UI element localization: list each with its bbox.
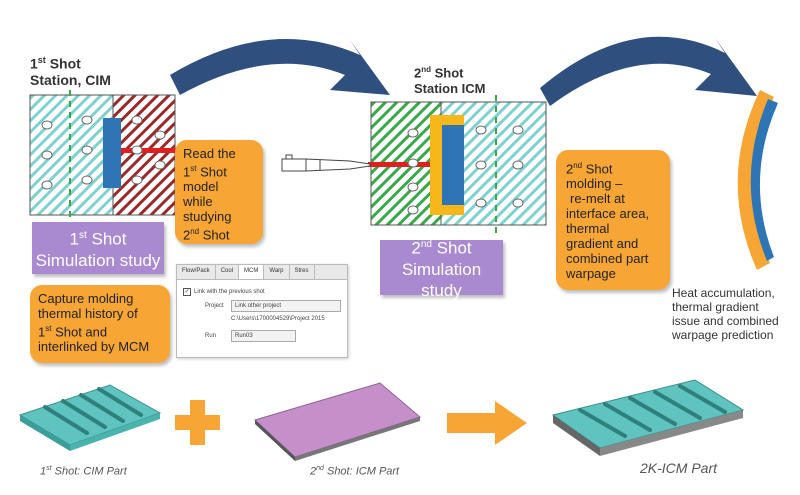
link-checkbox[interactable]: ✓ [183, 288, 191, 296]
heat-accumulation-text: Heat accumulation, thermal gradient issu… [672, 286, 779, 342]
sim-study-1-box: 1st Shot Simulation study [32, 222, 164, 274]
warped-part-graphic [737, 90, 778, 270]
flow-arrow-1 [170, 39, 390, 95]
caption-icm-part: 2nd Shot: ICM Part [310, 465, 400, 478]
icm-part-graphic [254, 382, 422, 461]
flow-arrow-2 [540, 36, 757, 106]
project-path: C:\Users\1700004529\Project 2015 [231, 316, 325, 322]
sim-study-2-box: 2nd Shot Simulation study [380, 239, 503, 300]
run-label: Run [205, 333, 217, 339]
mold-station1 [29, 90, 185, 220]
result-arrow-icon [447, 401, 527, 445]
run-select[interactable]: Run03 [231, 330, 296, 342]
link-checkbox-label: Link with the previous shot [194, 289, 265, 295]
mold-station2 [368, 95, 547, 235]
tab-warp[interactable]: Warp [264, 265, 290, 279]
mcm-settings-panel: Flow/Pack Cool MCM Warp Stres ✓ Link wit… [176, 264, 348, 358]
injection-nozzle-icon [281, 154, 371, 172]
project-select[interactable]: Link other project [231, 300, 341, 312]
second-shot-molding-box: 2nd Shot molding – re-melt at interface … [556, 150, 670, 290]
tab-flow-pack[interactable]: Flow/Pack [177, 265, 216, 279]
caption-combined-part: 2K-ICM Part [640, 460, 718, 476]
capture-history-box: Capture molding thermal history of 1st S… [30, 285, 170, 363]
tab-stress[interactable]: Stres [290, 265, 315, 279]
project-label: Project [205, 303, 224, 309]
tab-cool[interactable]: Cool [216, 265, 240, 279]
station2-title: 2nd Shot Station ICM [414, 65, 486, 97]
read-model-box: Read the 1st Shot model while studying 2… [175, 140, 263, 244]
station1-title: 1st Shot Station, CIM [30, 55, 111, 88]
plus-icon [175, 400, 220, 445]
caption-cim-part: 1st Shot: CIM Part [40, 465, 127, 478]
link-checkbox-row: ✓ Link with the previous shot [183, 288, 341, 296]
cim-part-graphic [18, 384, 162, 451]
settings-tabs: Flow/Pack Cool MCM Warp Stres [177, 265, 347, 280]
combined-part-graphic [551, 379, 745, 456]
tab-mcm[interactable]: MCM [239, 265, 265, 279]
